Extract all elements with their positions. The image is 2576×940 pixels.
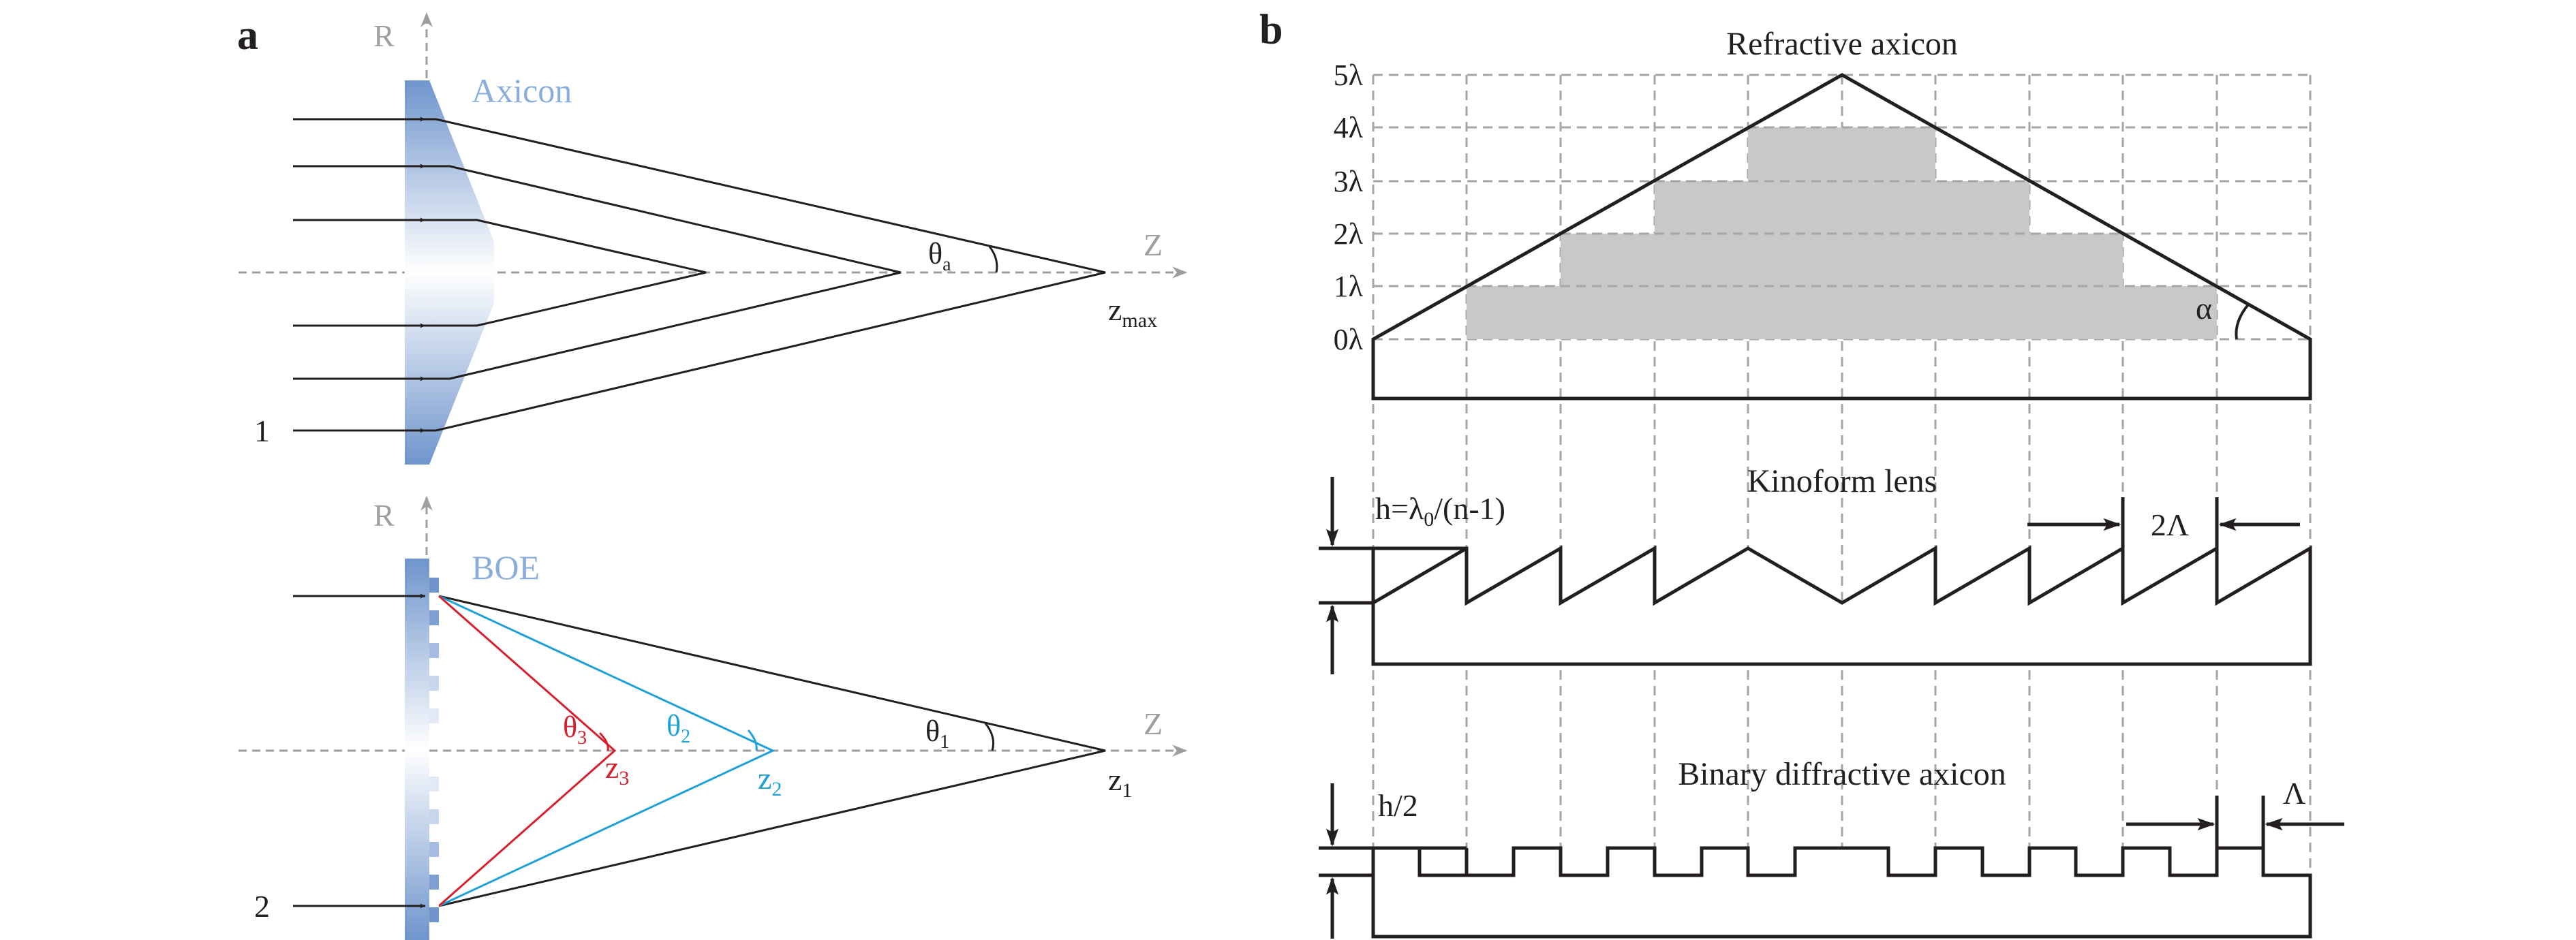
theta-a-label: θa (928, 237, 951, 275)
svg-text:0λ: 0λ (1334, 323, 1364, 356)
binary-profile (1371, 846, 2312, 939)
theta3-arc (598, 732, 609, 751)
binary-title: Binary diffractive axicon (1678, 756, 2006, 792)
theta2-arc (747, 730, 758, 751)
kinoform-base (1372, 546, 1468, 605)
diffracted-rays-bottom (438, 595, 1106, 907)
axicon-diagram: R Z Axicon θa zmax 1 (239, 12, 1188, 465)
theta1-arc (984, 723, 995, 751)
z2-label: z2 (758, 761, 782, 800)
svg-text:1λ: 1λ (1334, 270, 1364, 303)
boe-diagram: R Z BOE θ3 θ2 θ1 (239, 495, 1188, 940)
boe-optic (405, 559, 429, 940)
svg-text:3λ: 3λ (1334, 165, 1364, 198)
stepped-profile (1467, 127, 2217, 339)
theta3-label: θ3 (563, 710, 587, 749)
r-axis-label-bottom: R (373, 498, 395, 533)
axicon-optic (405, 80, 494, 465)
boe-label: BOE (472, 548, 540, 586)
kinoform-lens: h=λ0/(n-1) Kinoform lens 2Λ (1319, 463, 2312, 674)
axicon-profile (1371, 73, 2312, 401)
kinoform-period-label: 2Λ (2151, 507, 2189, 542)
panel-a-label: a (237, 12, 258, 59)
svg-text:4λ: 4λ (1334, 111, 1364, 144)
z-max-label: zmax (1108, 292, 1157, 332)
index-label-2: 2 (254, 889, 270, 924)
z-axis-label-top: Z (1144, 228, 1163, 262)
panel-b-label: b (1259, 7, 1283, 53)
refractive-title: Refractive axicon (1726, 26, 1958, 62)
binary-height-label: h/2 (1378, 788, 1418, 823)
alpha-arc (2235, 302, 2250, 340)
incident-rays-top (293, 116, 426, 433)
z1-label: z1 (1108, 762, 1132, 802)
incident-rays-bottom (293, 593, 426, 909)
theta-a-arc (988, 246, 998, 273)
z-axis-label-bottom: Z (1144, 706, 1163, 741)
svg-text:5λ: 5λ (1334, 59, 1364, 92)
theta2-label: θ2 (666, 709, 690, 747)
refractive-axicon: α Refractive axicon 5λ 4λ 3λ 2λ 1λ 0λ (1334, 26, 2312, 401)
index-label-1: 1 (254, 413, 270, 448)
kinoform-height-label: h=λ0/(n-1) (1375, 491, 1505, 531)
z3-label: z3 (605, 750, 629, 789)
svg-text:2λ: 2λ (1334, 217, 1364, 251)
refracted-rays-top (425, 118, 1106, 432)
kinoform-profile (1371, 545, 2312, 666)
level-labels: 5λ 4λ 3λ 2λ 1λ 0λ (1334, 59, 1364, 356)
alpha-label: α (2196, 291, 2212, 326)
binary-axicon: h/2 Binary diffractive axicon Λ (1319, 756, 2344, 939)
theta1-label: θ1 (925, 715, 949, 753)
axicon-label: Axicon (472, 72, 572, 110)
binary-period-label: Λ (2283, 776, 2305, 811)
order-1-rays (438, 595, 1106, 907)
order-3-rays (438, 595, 617, 907)
r-axis-label-top: R (373, 18, 395, 53)
kinoform-title: Kinoform lens (1747, 463, 1937, 499)
boe-teeth (429, 578, 439, 922)
order-2-rays (438, 595, 776, 907)
